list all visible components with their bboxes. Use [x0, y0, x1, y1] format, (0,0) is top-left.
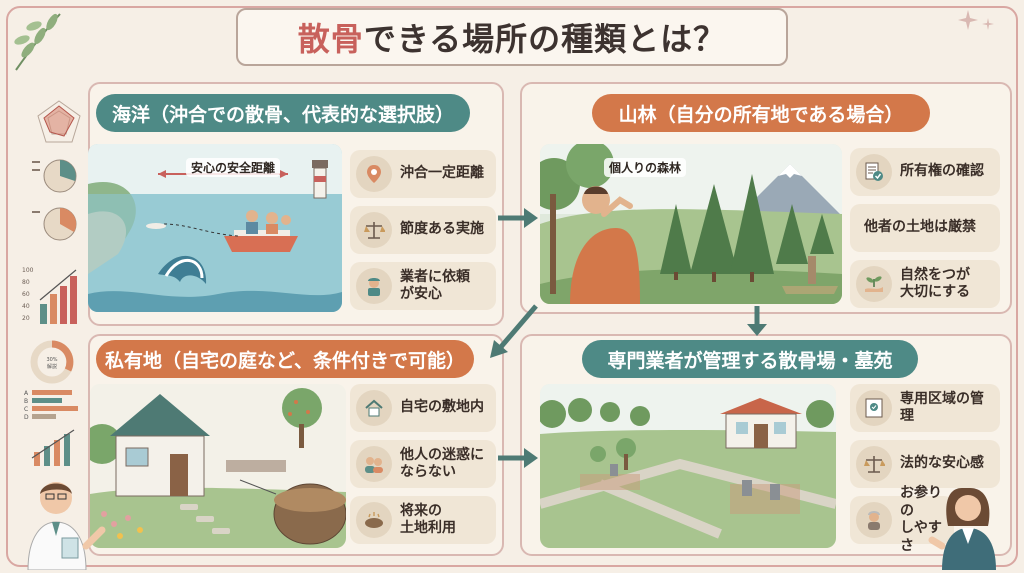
leaf-branch-icon: [14, 13, 61, 71]
feature-label: 法的な安心感: [900, 455, 984, 472]
forest-scene-label: 個人りの森林: [604, 158, 687, 177]
cemetery-illustration: [540, 384, 836, 548]
svg-text:B: B: [24, 398, 28, 405]
sprout-hand-icon: [856, 266, 892, 302]
cemetery-feature-visits: お参りの しやすさ: [850, 485, 954, 554]
certificate-icon: [856, 390, 892, 426]
forest-illustration: [540, 144, 842, 304]
cemetery-heading: 専門業者が管理する散骨場・墓苑: [582, 340, 918, 378]
feature-label: 将来の 土地利用: [400, 502, 456, 537]
garden-illustration: [90, 384, 346, 548]
document-check-icon: [856, 154, 892, 190]
pie-chart-icon: [32, 159, 77, 193]
feature-label: 自宅の敷地内: [400, 399, 484, 416]
tick-label: 20: [22, 315, 30, 322]
feature-label: 専用区域の管理: [900, 390, 984, 425]
forest-scene: 個人りの森林: [540, 144, 842, 304]
feature-label: 所有権の確認: [900, 163, 984, 180]
ocean-illustration: [88, 144, 342, 312]
svg-text:解説: 解説: [47, 363, 57, 370]
svg-text:30%: 30%: [46, 357, 57, 363]
tick-label: 100: [22, 267, 34, 274]
scales-icon: [356, 212, 392, 248]
worker-icon: [356, 268, 392, 304]
feature-label: 節度ある実施: [400, 221, 484, 238]
feature-label: お参りの しやすさ: [900, 485, 942, 554]
neighbors-icon: [356, 446, 392, 482]
private-feature-neighbors: 他人の迷惑に ならない: [350, 440, 496, 488]
private-scene: [90, 384, 346, 548]
ocean-scene: 安心の安全距離: [88, 144, 342, 312]
tick-label: 60: [22, 291, 30, 298]
cemetery-scene: [540, 384, 836, 548]
arrow-down-icon: [747, 306, 767, 336]
doctor-character: [27, 482, 106, 570]
arrow-right-icon: [498, 448, 538, 468]
house-icon: [356, 390, 392, 426]
elder-icon: [856, 502, 892, 538]
location-pin-icon: [356, 156, 392, 192]
ocean-feature-moderation: 節度ある実施: [350, 206, 496, 254]
private-feature-own-land: 自宅の敷地内: [350, 384, 496, 432]
svg-text:D: D: [24, 414, 29, 421]
ocean-feature-distance: 沖合一定距離: [350, 150, 496, 198]
ocean-heading: 海洋（沖合での散骨、代表的な選択肢）: [96, 94, 470, 132]
donut-chart-icon: 30% 解説: [30, 340, 74, 384]
feature-label: 沖合一定距離: [400, 165, 484, 182]
forest-feature-nature: 自然をつが 大切にする: [850, 260, 1000, 308]
ocean-feature-contractor: 業者に依頼 が安心: [350, 262, 496, 310]
forest-feature-ownership: 所有権の確認: [850, 148, 1000, 196]
pie-chart-icon: [32, 207, 77, 241]
outer-frame: [6, 6, 1018, 567]
soil-icon: [356, 502, 392, 538]
radar-chart-icon: [37, 100, 81, 143]
cemetery-feature-legal: 法的な安心感: [850, 440, 1000, 488]
feature-label: 他人の迷惑に ならない: [400, 446, 484, 481]
forest-feature-others-land: 他者の土地は厳禁: [850, 204, 1000, 252]
title-highlight: 散骨: [297, 20, 364, 58]
sparkle-icon: [958, 10, 994, 30]
feature-label: 他者の土地は厳禁: [864, 219, 976, 236]
arrow-diagonal-icon: [490, 304, 538, 358]
title-rest: できる場所の種類とは？: [363, 20, 727, 58]
svg-text:A: A: [24, 390, 29, 397]
private-feature-future-use: 将来の 土地利用: [350, 496, 496, 544]
forest-heading: 山林（自分の所有地である場合）: [592, 94, 930, 132]
feature-label: 業者に依頼 が安心: [400, 268, 470, 303]
arrow-right-icon: [498, 208, 538, 228]
horizontal-bar-chart-icon: A B C D: [24, 390, 78, 421]
svg-text:C: C: [24, 406, 28, 413]
page-title: 散骨できる場所の種類とは？: [236, 8, 788, 66]
businesswoman-character: [928, 488, 996, 570]
tick-label: 80: [22, 279, 30, 286]
cemetery-feature-managed-area: 専用区域の管理: [850, 384, 1000, 432]
private-heading: 私有地（自宅の庭など、条件付きで可能）: [96, 340, 474, 378]
scales-icon: [856, 446, 892, 482]
bar-chart-icon: 100 80 60 40 20: [22, 267, 77, 324]
ocean-scene-label: 安心の安全距離: [186, 158, 281, 177]
tick-label: 40: [22, 303, 30, 310]
feature-label: 自然をつが 大切にする: [900, 266, 971, 301]
bar-chart-icon: [31, 429, 75, 466]
